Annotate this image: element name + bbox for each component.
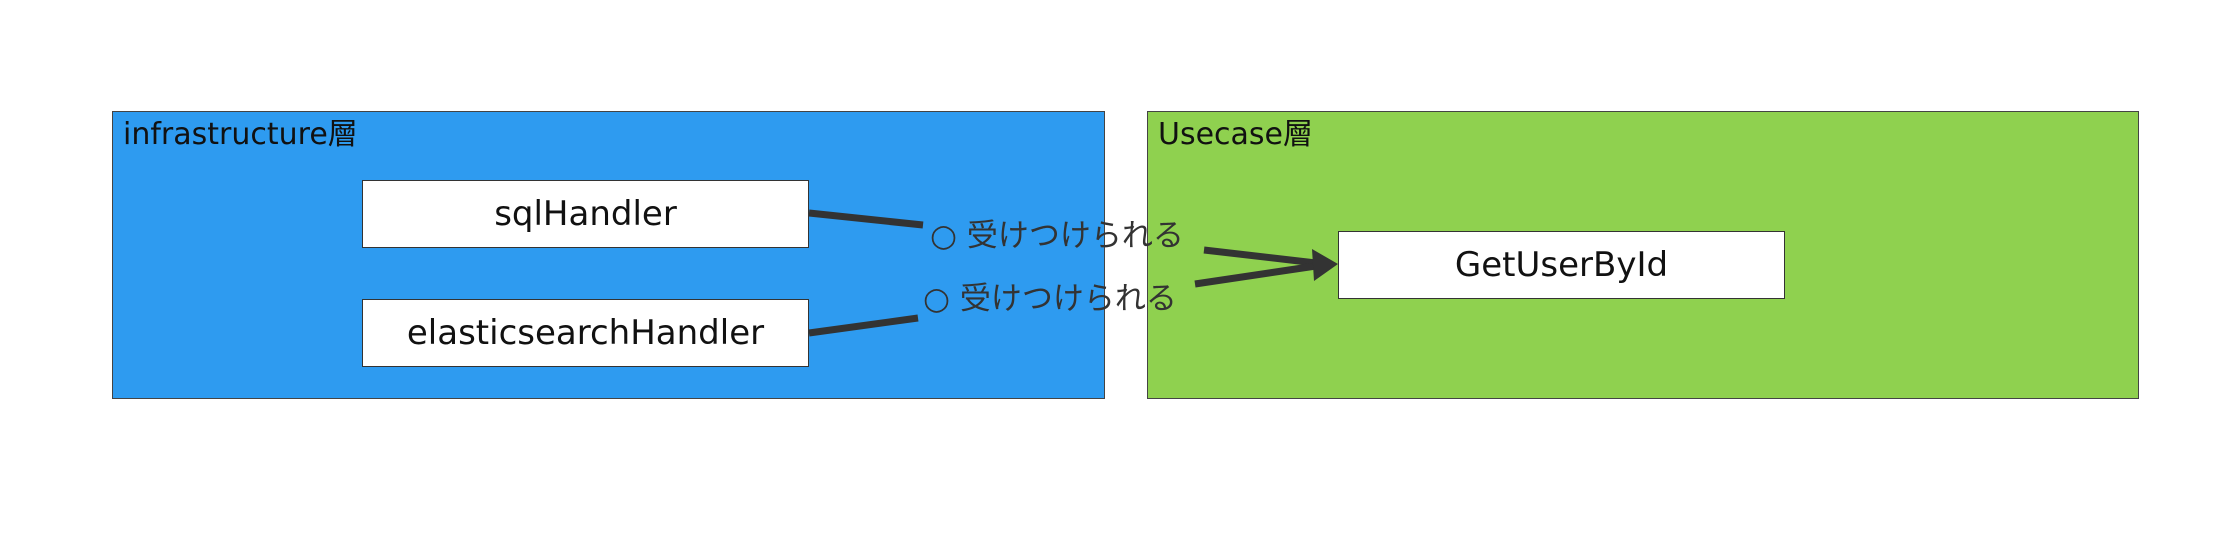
connector-sql-to-label xyxy=(808,209,924,229)
arrowhead xyxy=(1312,249,1338,281)
connector-label-sql-to-getuser xyxy=(1203,246,1317,267)
connector-label-es-to-getuser xyxy=(1194,262,1317,288)
connector-es-to-label xyxy=(808,314,919,337)
get-user-by-id-label: GetUserById xyxy=(1454,245,1669,285)
usecase-layer-title: Usecase層 xyxy=(1158,117,1314,152)
infrastructure-layer-title: infrastructure層 xyxy=(123,117,358,152)
sql-handler-node[interactable]: sqlHandler xyxy=(362,180,809,248)
edge-label-elasticsearch: ○ 受けつけられる xyxy=(923,281,1177,317)
elasticsearch-handler-node[interactable]: elasticsearchHandler xyxy=(362,299,809,367)
sql-handler-label: sqlHandler xyxy=(494,194,677,234)
elasticsearch-handler-label: elasticsearchHandler xyxy=(406,313,765,353)
edge-label-sql: ○ 受けつけられる xyxy=(930,218,1184,254)
get-user-by-id-node[interactable]: GetUserById xyxy=(1338,231,1785,299)
